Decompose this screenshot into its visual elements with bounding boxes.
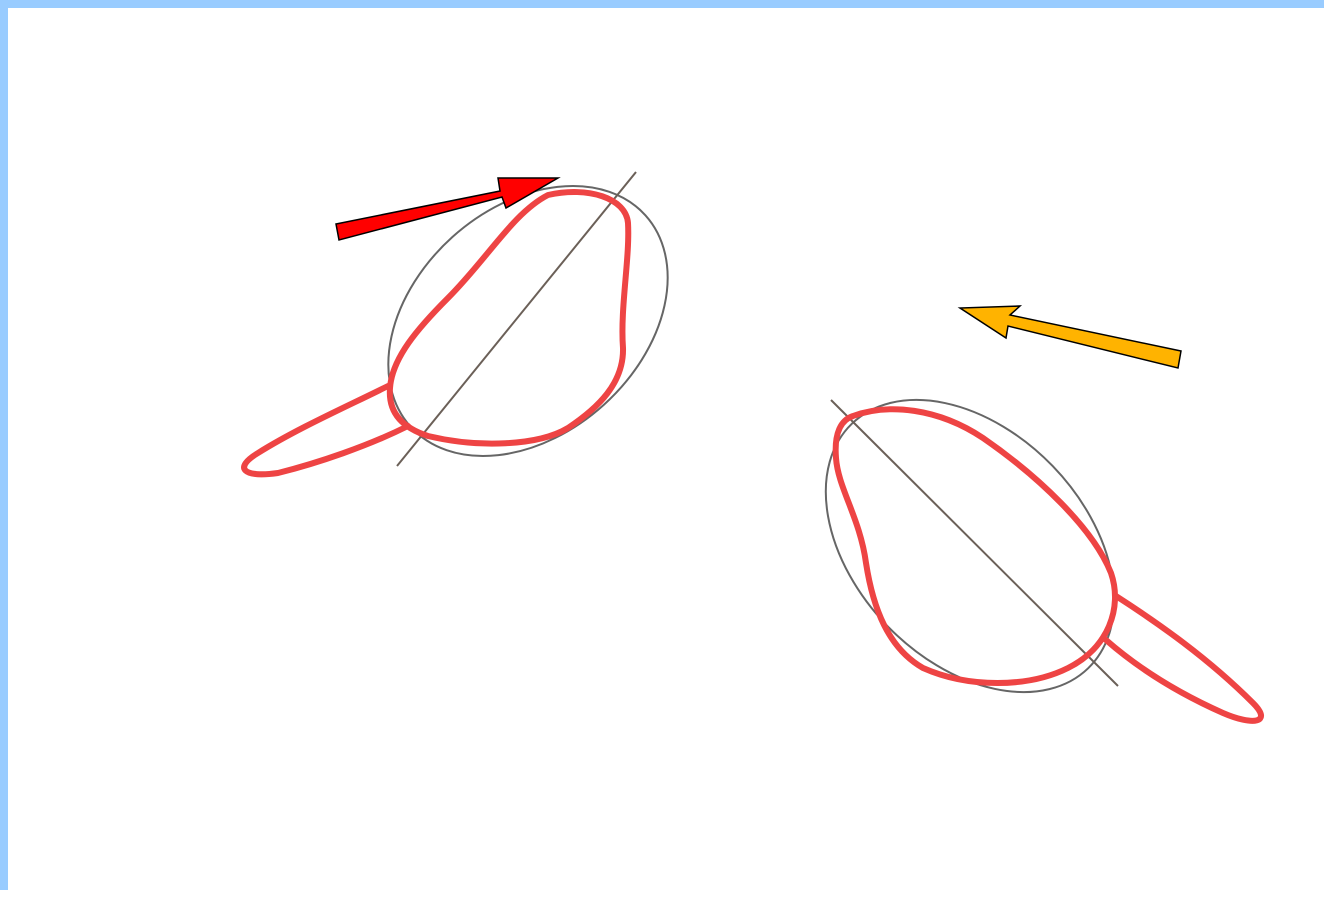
right-teardrop-figure xyxy=(769,344,1261,748)
right-axis-line xyxy=(831,400,1118,686)
right-reference-ellipse xyxy=(769,344,1171,748)
right-red-tail xyxy=(1106,596,1261,721)
orange-arrow-icon xyxy=(960,306,1181,368)
left-red-outline xyxy=(390,192,628,444)
diagram-canvas xyxy=(8,8,1324,898)
left-teardrop-figure xyxy=(244,131,721,510)
left-red-tail xyxy=(244,386,408,474)
